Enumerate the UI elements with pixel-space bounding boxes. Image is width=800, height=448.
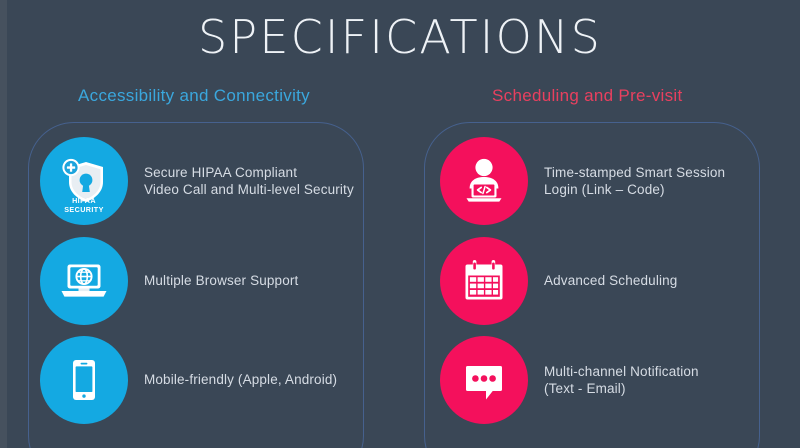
list-item-label: Multi-channel Notification (Text - Email… [544,363,699,397]
list-item-label: Mobile-friendly (Apple, Android) [144,372,338,388]
column-header-accessibility: Accessibility and Connectivity [78,86,310,105]
smartphone-icon [40,336,128,424]
hipaa-icon-caption: HIPAA SECURITY [64,196,104,214]
left-edge-strip [0,0,7,448]
list-item-label: Time-stamped Smart Session Login (Link –… [544,164,726,198]
hipaa-shield-icon: HIPAA SECURITY [40,137,128,225]
list-item: Advanced Scheduling [440,235,770,327]
page-title: SPECIFICATIONS [197,10,602,64]
list-item: Multiple Browser Support [40,235,380,327]
panel-accessibility [28,122,364,448]
chat-bubble-dots-icon [440,336,528,424]
user-laptop-code-icon [440,137,528,225]
column-header-scheduling: Scheduling and Pre-visit [492,86,683,105]
calendar-icon [440,237,528,325]
list-item: Multi-channel Notification (Text - Email… [440,334,770,426]
list-item-label: Multiple Browser Support [144,273,299,289]
list-item-label: Secure HIPAA Compliant Video Call and Mu… [144,164,354,198]
list-item: Time-stamped Smart Session Login (Link –… [440,135,770,227]
list-item: HIPAA SECURITY Secure HIPAA Compliant Vi… [40,135,380,227]
laptop-globe-icon [40,237,128,325]
list-item-label: Advanced Scheduling [544,273,678,289]
panel-scheduling [424,122,760,448]
list-item: Mobile-friendly (Apple, Android) [40,334,380,426]
